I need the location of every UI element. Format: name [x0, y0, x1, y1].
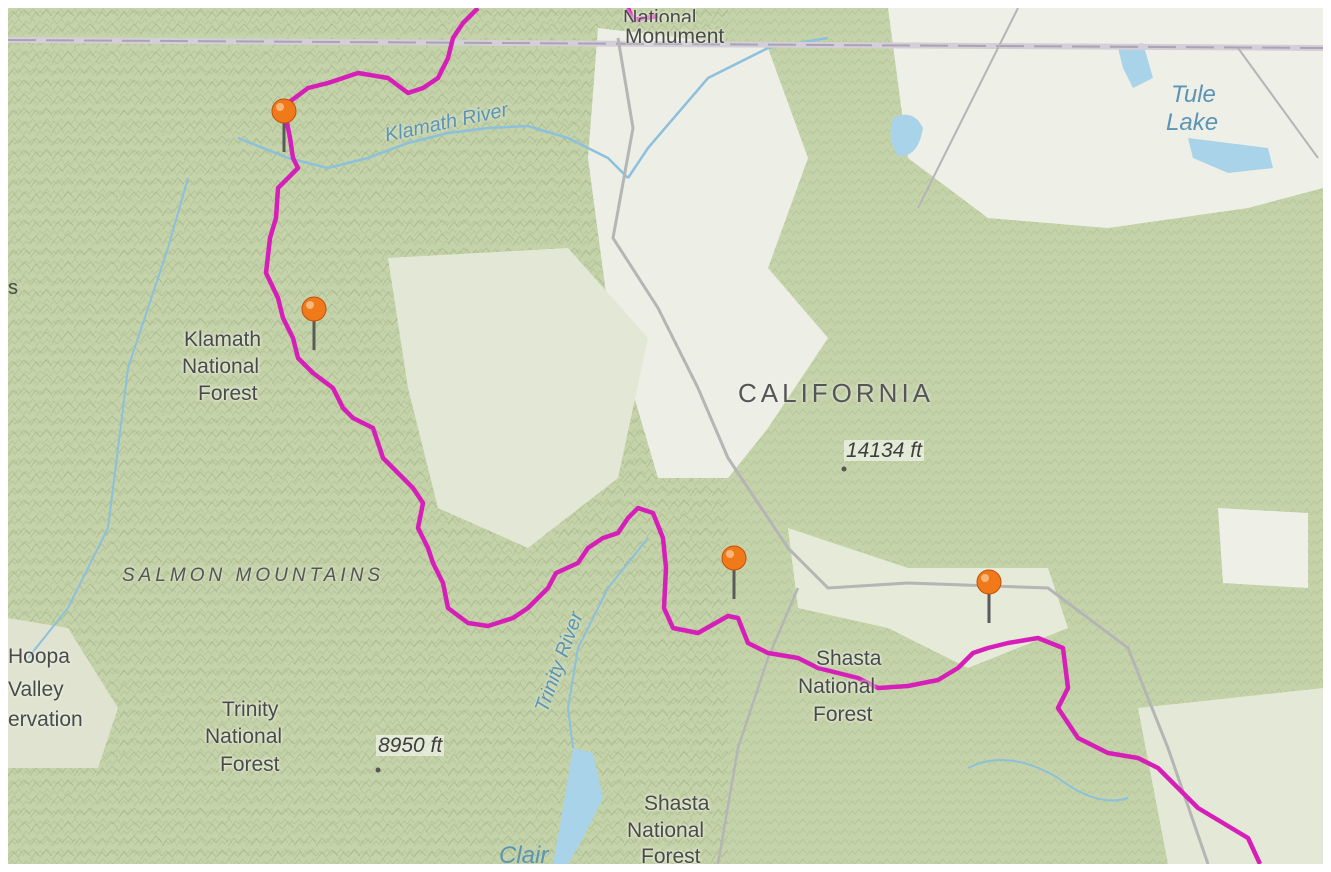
- state-label-california: CALIFORNIA: [738, 378, 935, 408]
- shasta-nf-label-a3: Forest: [813, 703, 873, 726]
- trinity-nf-label-3: Forest: [220, 753, 280, 776]
- open-land-southeast: [1138, 688, 1323, 864]
- trinity-nf-label-1: Trinity: [222, 698, 279, 721]
- monument-label: Monument: [625, 25, 725, 48]
- salmon-mountains-label: SALMON MOUNTAINS: [122, 565, 385, 586]
- map-marker-1[interactable]: [271, 98, 297, 154]
- klamath-river-line: [237, 124, 629, 179]
- road-tule: [1237, 47, 1319, 159]
- map-pin-icon: [301, 296, 327, 350]
- map-canvas: [8, 8, 1323, 864]
- klamath-nf-label-3: Forest: [198, 382, 258, 405]
- shasta-nf-label-b1: Shasta: [644, 792, 710, 815]
- peak-dot-shasta: [841, 466, 847, 472]
- shasta-nf-label-a1: Shasta: [816, 647, 882, 670]
- open-land-west: [388, 248, 648, 548]
- trinity-nf-label-2: National: [205, 725, 283, 748]
- map-marker-2[interactable]: [301, 296, 327, 352]
- road-northeast: [917, 8, 1019, 209]
- reservation-area: [8, 618, 118, 768]
- elevation-label-8950: 8950 ft: [376, 734, 445, 757]
- hoopa-label-1: Hoopa: [8, 645, 70, 668]
- open-land-east: [1218, 508, 1308, 588]
- stream-southeast: [967, 759, 1129, 802]
- lake-small: [1118, 43, 1153, 88]
- map-marker-4[interactable]: [976, 569, 1002, 625]
- hoopa-label-3: ervation: [8, 708, 83, 731]
- edge-label-s: s: [8, 277, 18, 299]
- clair-engle-lake: [553, 748, 603, 864]
- map-pin-icon: [271, 98, 297, 152]
- elevation-label-shasta: 14134 ft: [844, 439, 924, 462]
- river-west: [27, 177, 189, 659]
- tule-lake-water: [1188, 138, 1273, 173]
- pond: [890, 114, 923, 157]
- map-pin-icon: [976, 569, 1002, 623]
- highway-south: [716, 587, 800, 864]
- map-pin-icon: [721, 545, 747, 599]
- clair-label: Clair: [499, 842, 549, 864]
- shasta-nf-label-a2: National: [798, 675, 876, 698]
- route-line-north: [625, 8, 659, 23]
- tule-lake-label-1: Tule: [1171, 81, 1216, 108]
- hoopa-label-2: Valley: [8, 678, 64, 701]
- peak-dot-8950: [375, 767, 381, 773]
- map-view[interactable]: National Monument Tule Lake Klamath Rive…: [8, 8, 1323, 864]
- map-marker-3[interactable]: [721, 545, 747, 601]
- klamath-nf-label-2: National: [182, 355, 260, 378]
- trinity-river-line: [566, 537, 649, 749]
- open-land-northeast: [888, 8, 1323, 228]
- tule-lake-label-2: Lake: [1166, 109, 1219, 136]
- route-line: [263, 8, 1263, 864]
- monument-label-partial: National: [623, 8, 697, 22]
- state-border: [8, 39, 1323, 49]
- highway-5: [611, 37, 1210, 864]
- open-land-shasta: [788, 528, 1068, 668]
- shasta-nf-label-b2: National: [627, 819, 705, 842]
- shasta-nf-label-b3: Forest: [641, 845, 701, 864]
- klamath-nf-label-1: Klamath: [184, 328, 262, 351]
- open-land-central: [588, 28, 828, 478]
